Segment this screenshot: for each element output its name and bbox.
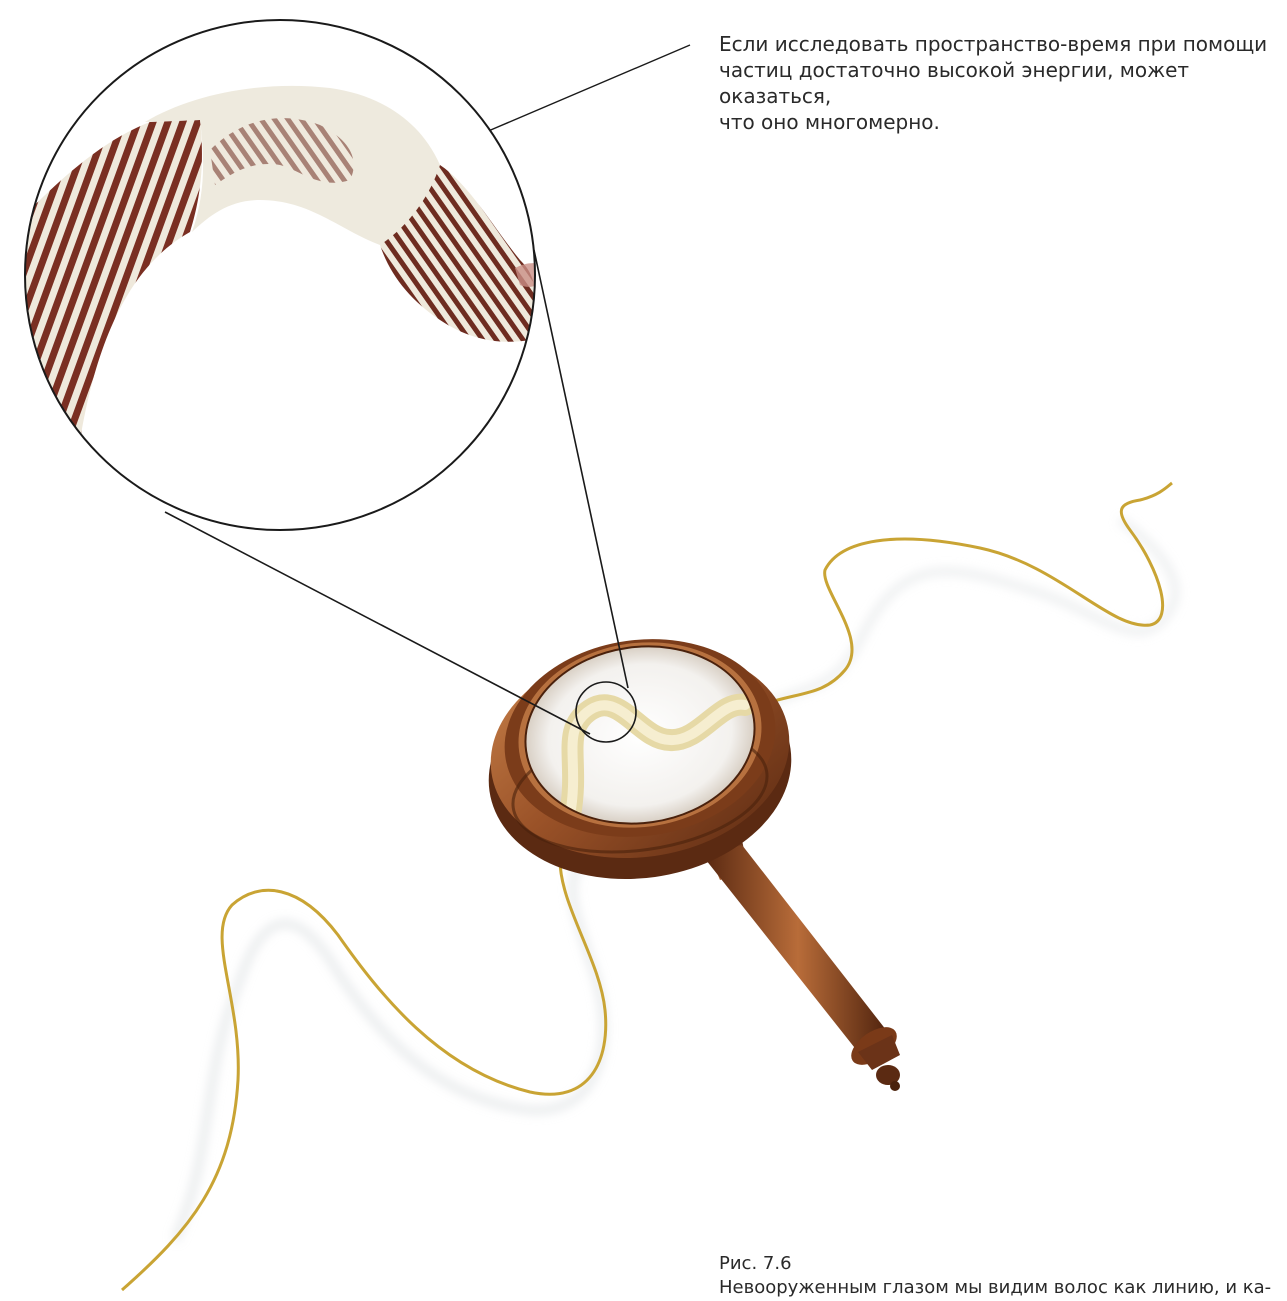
figure-number: Рис. 7.6 xyxy=(719,1252,792,1276)
hair-shadow xyxy=(175,520,1175,1240)
figure-caption: Невооруженным глазом мы видим волос как … xyxy=(719,1276,1284,1300)
hair-strand-left xyxy=(122,812,606,1290)
hair-strand-right xyxy=(745,483,1172,712)
magnifier-handle xyxy=(690,817,903,1091)
zoom-connector-left xyxy=(165,512,590,734)
zoom-connector-right xyxy=(534,250,628,688)
annotation-text: Если исследовать пространство-время при … xyxy=(719,31,1279,135)
annotation-line-3: что оно многомерно. xyxy=(719,109,1279,135)
zoom-view xyxy=(0,20,548,530)
annotation-line-2: частиц достаточно высокой энергии, может… xyxy=(719,57,1279,109)
annotation-line-1: Если исследовать пространство-время при … xyxy=(719,31,1279,57)
